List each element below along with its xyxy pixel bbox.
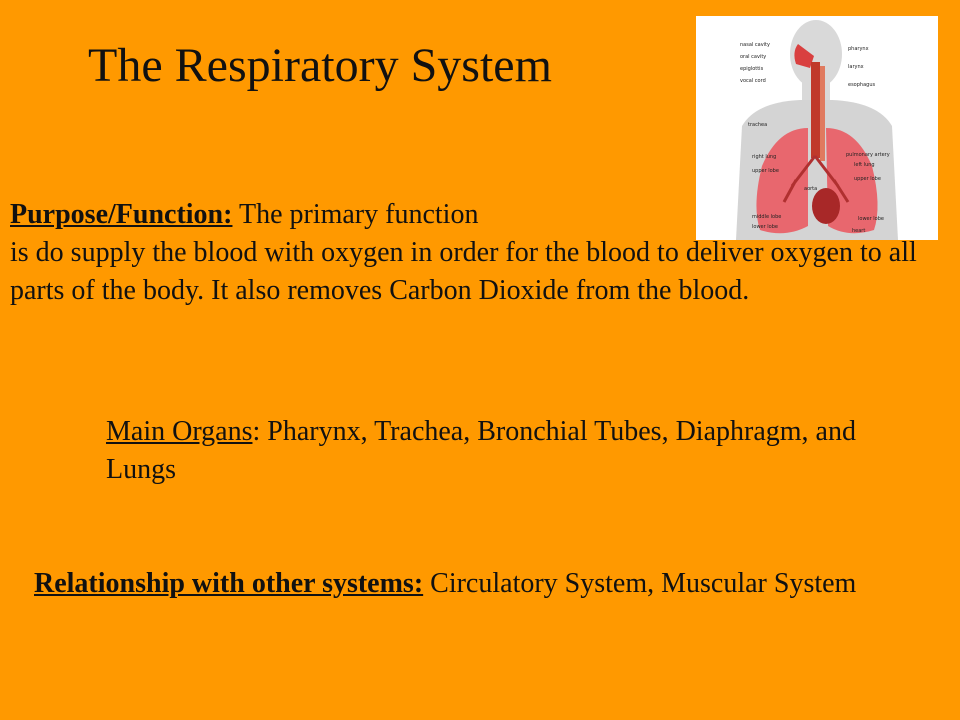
relationship-text: Circulatory System, Muscular System	[423, 568, 857, 599]
main-organs-paragraph: Main Organs: Pharynx, Trachea, Bronchial…	[106, 413, 906, 489]
diagram-label: epiglottis	[740, 66, 764, 72]
diagram-label: vocal cord	[740, 78, 766, 84]
diagram-label: esophagus	[848, 82, 875, 88]
relationship-heading: Relationship with other systems:	[34, 568, 424, 599]
diagram-label: pulmonary artery	[846, 152, 890, 158]
diagram-label: trachea	[748, 122, 767, 128]
main-organs-text: : Pharynx, Trachea, Bronchial Tubes, Dia…	[106, 416, 856, 485]
purpose-lead-line: Purpose/Function: The primary function	[10, 196, 920, 234]
diagram-label: heart	[852, 228, 865, 234]
main-organs-heading: Main Organs	[106, 416, 253, 447]
diagram-label: left lung	[854, 162, 875, 168]
diagram-label: right lung	[752, 154, 776, 160]
diagram-label: lower lobe	[752, 224, 778, 230]
diagram-label: pharynx	[848, 46, 869, 52]
diagram-label: aorta	[804, 186, 817, 192]
purpose-heading: Purpose/Function:	[10, 199, 233, 230]
diagram-label: upper lobe	[752, 168, 779, 174]
respiratory-anatomy-icon: nasal cavity oral cavity epiglottis voca…	[736, 20, 898, 240]
purpose-body-text: is do supply the blood with oxygen in or…	[10, 237, 917, 306]
purpose-lead-text: The primary function	[232, 199, 479, 230]
relationship-paragraph: Relationship with other systems: Circula…	[34, 565, 914, 603]
diagram-label: oral cavity	[740, 54, 766, 60]
diagram-label: nasal cavity	[740, 42, 770, 48]
page-title: The Respiratory System	[88, 39, 552, 92]
diagram-label: middle lobe	[752, 214, 781, 220]
diagram-label: larynx	[848, 64, 864, 70]
diagram-label: upper lobe	[854, 176, 881, 182]
respiratory-diagram-image: nasal cavity oral cavity epiglottis voca…	[696, 16, 938, 240]
diagram-label: lower lobe	[858, 216, 884, 222]
